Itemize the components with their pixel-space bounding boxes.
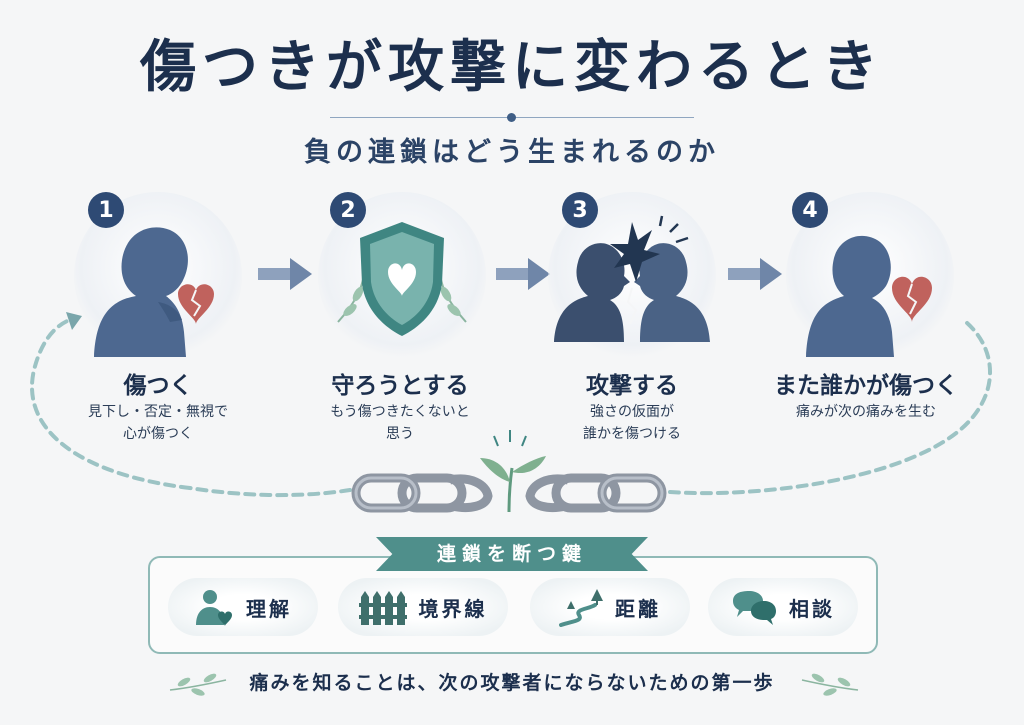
step-4-number-badge: 4 <box>792 192 828 228</box>
person-heart-icon <box>194 587 234 627</box>
step-3-illustration <box>548 192 716 360</box>
key-label: 理解 <box>246 596 292 621</box>
key-boundary: 境界線 <box>338 578 508 636</box>
step-3-number-badge: 3 <box>562 192 598 228</box>
step-3-title: 攻撃する <box>586 372 678 399</box>
step-1-number-badge: 1 <box>88 192 124 228</box>
leaf-sprig-left-icon <box>169 673 227 696</box>
arrow-right-icon <box>728 256 782 292</box>
step-1-description: 見下し・否定・無視で 心が傷つく <box>88 404 228 442</box>
keys-banner: 連鎖を断つ鍵 <box>376 537 648 571</box>
path-tree-icon <box>559 587 603 627</box>
step-2-number-badge: 2 <box>330 192 366 228</box>
key-label: 距離 <box>615 596 661 621</box>
key-distance: 距離 <box>530 578 690 636</box>
key-understanding: 理解 <box>168 578 318 636</box>
speech-bubbles-icon <box>731 587 777 627</box>
broken-chain-illustration <box>351 430 667 513</box>
page-subtitle: 負の連鎖はどう生まれるのか <box>304 137 720 168</box>
step-2-description: もう傷つきたくないと 思う <box>330 404 470 442</box>
footer-message: 痛みを知ることは、次の攻撃者にならないための第一歩 <box>249 672 775 694</box>
arrow-right-icon <box>258 256 312 292</box>
page-title: 傷つきが攻撃に変わるとき <box>140 34 884 100</box>
key-label: 相談 <box>789 596 835 621</box>
key-label: 境界線 <box>418 596 488 621</box>
step-4-title: また誰かが傷つく <box>774 372 958 399</box>
step-4-description: 痛みが次の痛みを生む <box>796 404 936 420</box>
step-1-title: 傷つく <box>123 372 193 399</box>
key-consultation: 相談 <box>708 578 858 636</box>
step-3-description: 強さの仮面が 誰かを傷つける <box>583 404 681 442</box>
fence-icon <box>358 587 407 627</box>
step-2-title: 守ろうとする <box>331 372 469 399</box>
arrow-right-icon <box>496 256 550 292</box>
title-divider-dot <box>507 113 516 122</box>
leaf-sprig-right-icon <box>801 673 859 696</box>
